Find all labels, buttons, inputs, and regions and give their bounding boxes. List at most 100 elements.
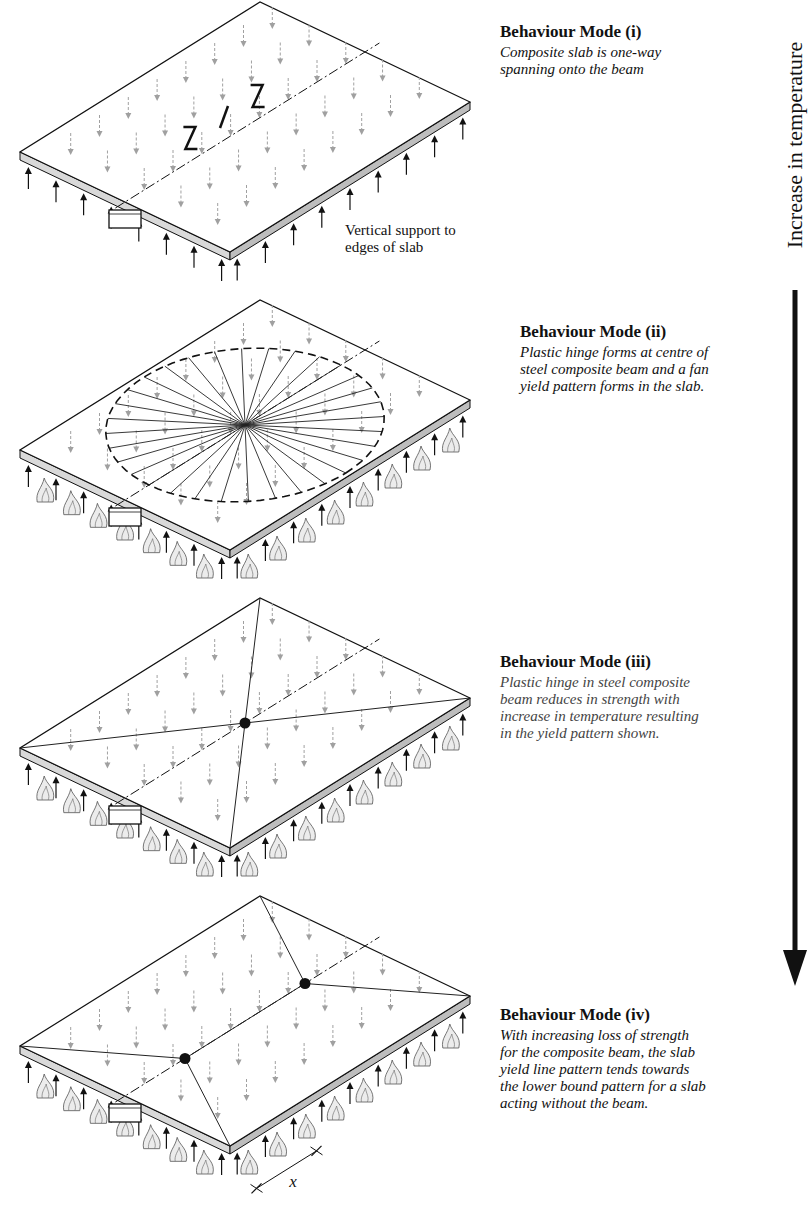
support-arrow [434,439,435,455]
load-arrow [165,1009,166,1026]
support-arrow [221,861,222,877]
load-arrowhead [351,988,357,994]
fire-flame [298,1114,315,1138]
load-arrowhead [133,149,139,155]
support-arrow [462,422,463,438]
support-arrowhead [191,544,198,551]
yield-line [305,984,470,997]
support-arrow [321,1106,322,1122]
load-arrow [280,937,281,954]
support-arrow [462,720,463,736]
fire-flame-inner [148,837,155,851]
fire-flame [356,780,373,804]
load-arrowhead [97,429,103,435]
load-arrowhead [264,148,270,154]
load-arrow [317,656,318,673]
load-arrowhead [416,93,422,99]
load-arrowhead [178,798,184,804]
load-arrow [353,78,354,95]
load-arrow [214,639,215,656]
load-arrow [128,693,129,710]
load-arrowhead [244,1095,250,1101]
fan-yield-line [245,425,301,492]
load-arrowhead [207,780,213,786]
fire-flame-inner [390,474,397,488]
load-arrowhead [306,935,312,941]
load-arrowhead [248,375,254,381]
load-arrow [193,395,194,412]
load-arrowhead [272,1077,278,1083]
load-arrowhead [277,655,283,661]
support-arrowhead [80,491,87,498]
span-symbol [251,85,265,107]
load-arrow [165,115,166,132]
load-arrowhead [212,953,218,959]
support-arrow [434,737,435,753]
beam-centreline [115,341,379,506]
load-arrowhead [293,726,299,732]
fire-flame-inner [175,849,182,863]
load-arrow [332,1025,333,1042]
fire-flame-inner [69,799,76,813]
load-arrowhead [416,689,422,695]
load-arrow [251,359,252,376]
load-arrow [217,501,218,518]
beam-section [109,806,141,824]
load-arrowhead [125,709,131,715]
fire-flame [63,491,80,515]
fire-flame [414,446,431,470]
load-arrow [309,919,310,936]
load-arrow [246,781,247,798]
fire-flame-inner [148,539,155,553]
fire-flame-inner [419,1052,426,1066]
support-arrowhead [234,557,241,564]
support-arrowhead [431,433,438,440]
fire-flame [196,852,213,876]
load-arrow [345,638,346,655]
support-arrowhead [318,802,325,809]
fan-yield-line [118,425,245,462]
support-arrowhead [80,789,87,796]
fire-flame-inner [332,1106,339,1120]
support-arrowhead [53,180,60,187]
support-arrow [55,782,56,798]
fire-flame-inner [95,513,102,527]
load-arrowhead [269,619,275,625]
dimension-tick [311,1147,323,1155]
load-arrowhead [236,1060,242,1066]
support-arrow [406,755,407,771]
fire-flame-inner [175,551,182,565]
load-arrow [222,79,223,96]
load-arrow [382,656,383,673]
support-arrowhead [403,153,410,160]
load-arrow [144,764,145,781]
fire-flame-inner [419,456,426,470]
load-arrowhead [207,482,213,488]
support-arrow [321,808,322,824]
support-arrow [265,247,266,263]
support-arrowhead [163,233,170,240]
load-arrowhead [191,1007,197,1013]
fire-flame-inner [148,1135,155,1149]
load-arrow [251,955,252,972]
load-arrowhead [133,1043,139,1049]
slab-panel [20,896,470,1193]
fire-flame [327,500,344,524]
load-arrow [230,114,231,131]
fire-flame [196,1150,213,1174]
fire-flame-inner [361,492,368,506]
fan-yield-line [189,358,245,425]
support-arrowhead [431,1029,438,1036]
axis-label: Increase in temperature [782,42,808,248]
load-arrow [275,167,276,184]
yield-line [245,698,470,723]
support-arrowhead [262,539,269,546]
load-arrow [180,484,181,501]
support-arrowhead [191,246,198,253]
load-arrowhead [388,707,394,713]
fire-flame [414,1042,431,1066]
load-arrow [275,1061,276,1078]
fire-flame-inner [202,862,209,876]
fire-flame [385,762,402,786]
